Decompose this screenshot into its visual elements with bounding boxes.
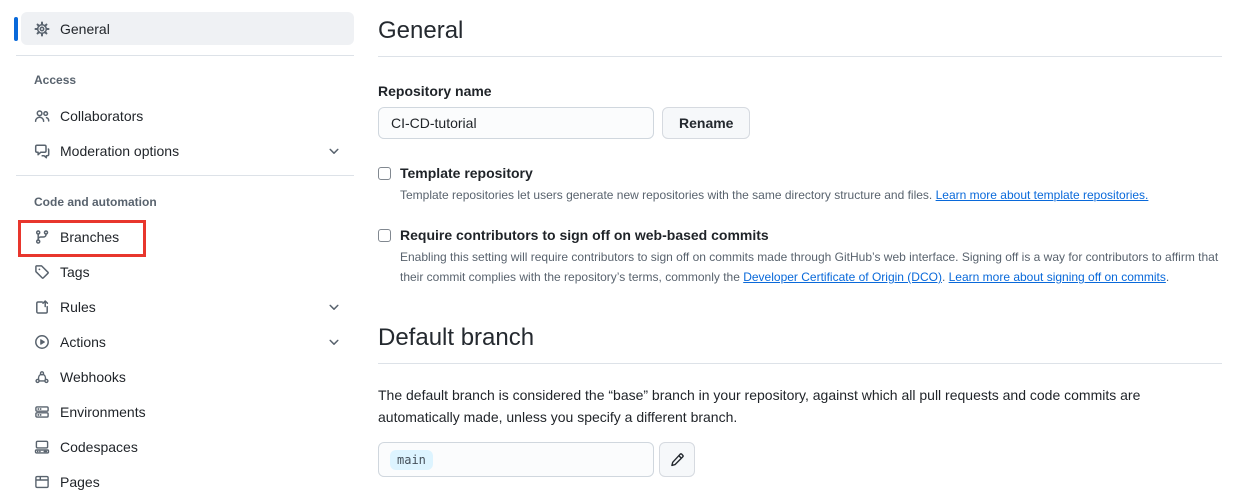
default-branch-field: main <box>378 442 654 477</box>
sidebar-divider <box>16 175 354 176</box>
sidebar-item-general[interactable]: General <box>21 12 354 45</box>
sidebar-item-label: Moderation options <box>60 142 180 159</box>
settings-sidebar: General Access Collaborators <box>0 0 362 498</box>
default-branch-description: The default branch is considered the “ba… <box>378 387 1141 425</box>
sidebar-item-tags[interactable]: Tags <box>21 254 354 289</box>
template-repository-checkbox[interactable] <box>378 166 391 180</box>
browser-icon <box>34 474 50 490</box>
template-repositories-link[interactable]: Learn more about template repositories. <box>935 188 1149 202</box>
sidebar-divider <box>16 55 354 56</box>
heading-divider <box>378 363 1222 364</box>
sidebar-item-label: Tags <box>60 263 90 280</box>
chevron-down-icon <box>326 299 342 315</box>
sidebar-item-label: General <box>60 20 110 37</box>
chevron-down-icon <box>326 143 342 159</box>
sidebar-item-collaborators[interactable]: Collaborators <box>21 98 354 133</box>
chevron-down-icon <box>326 334 342 350</box>
repository-name-input[interactable] <box>378 107 654 139</box>
template-repository-title[interactable]: Template repository <box>400 165 533 181</box>
page-title: General <box>378 17 464 44</box>
signoff-title[interactable]: Require contributors to sign off on web-… <box>400 227 769 243</box>
edit-branch-button[interactable] <box>659 442 695 477</box>
sidebar-item-label: Actions <box>60 333 106 350</box>
signoff-section: Require contributors to sign off on web-… <box>378 227 1222 287</box>
gear-icon <box>34 21 50 37</box>
comment-discussion-icon <box>34 143 50 159</box>
sidebar-item-label: Webhooks <box>60 368 126 385</box>
signoff-checkbox[interactable] <box>378 228 391 242</box>
people-icon <box>34 108 50 124</box>
sidebar-item-codespaces[interactable]: Codespaces <box>21 429 354 464</box>
signoff-learn-more-link[interactable]: Learn more about signing off on commits <box>948 270 1166 284</box>
sidebar-item-label: Rules <box>60 298 96 315</box>
sidebar-item-moderation-options[interactable]: Moderation options <box>21 133 354 168</box>
sidebar-item-webhooks[interactable]: Webhooks <box>21 359 354 394</box>
heading-divider <box>378 56 1222 57</box>
settings-main-content: General Repository name Rename Template … <box>378 0 1222 477</box>
sidebar-section-code-automation: Code and automation <box>34 195 157 209</box>
sidebar-item-label: Collaborators <box>60 107 144 124</box>
sidebar-item-rules[interactable]: Rules <box>21 289 354 324</box>
repository-name-row: Rename <box>378 107 1222 139</box>
sidebar-item-label: Branches <box>60 228 120 245</box>
template-repository-section: Template repository Template repositorie… <box>378 165 1222 205</box>
sidebar-item-label: Environments <box>60 403 146 420</box>
sidebar-item-label: Codespaces <box>60 438 138 455</box>
rename-button[interactable]: Rename <box>662 107 751 139</box>
codespaces-icon <box>34 439 50 455</box>
sidebar-item-actions[interactable]: Actions <box>21 324 354 359</box>
server-icon <box>34 404 50 420</box>
webhook-icon <box>34 369 50 385</box>
dco-link[interactable]: Developer Certificate of Origin (DCO) <box>743 270 942 284</box>
template-repository-note: Template repositories let users generate… <box>400 188 1149 202</box>
sidebar-item-label: Pages <box>60 473 100 490</box>
sidebar-item-branches[interactable]: Branches <box>21 219 354 254</box>
git-branch-icon <box>34 229 50 245</box>
tag-icon <box>34 264 50 280</box>
sidebar-section-access: Access <box>34 73 77 87</box>
sidebar-item-environments[interactable]: Environments <box>21 394 354 429</box>
sidebar-item-pages[interactable]: Pages <box>21 464 354 498</box>
pencil-icon <box>669 452 685 468</box>
rules-icon <box>34 299 50 315</box>
default-branch-row: main <box>378 442 1222 477</box>
play-icon <box>34 334 50 350</box>
default-branch-heading: Default branch <box>378 324 535 351</box>
branch-name-badge: main <box>390 449 433 470</box>
signoff-note: Enabling this setting will require contr… <box>400 250 1219 284</box>
repository-name-label: Repository name <box>378 83 492 99</box>
